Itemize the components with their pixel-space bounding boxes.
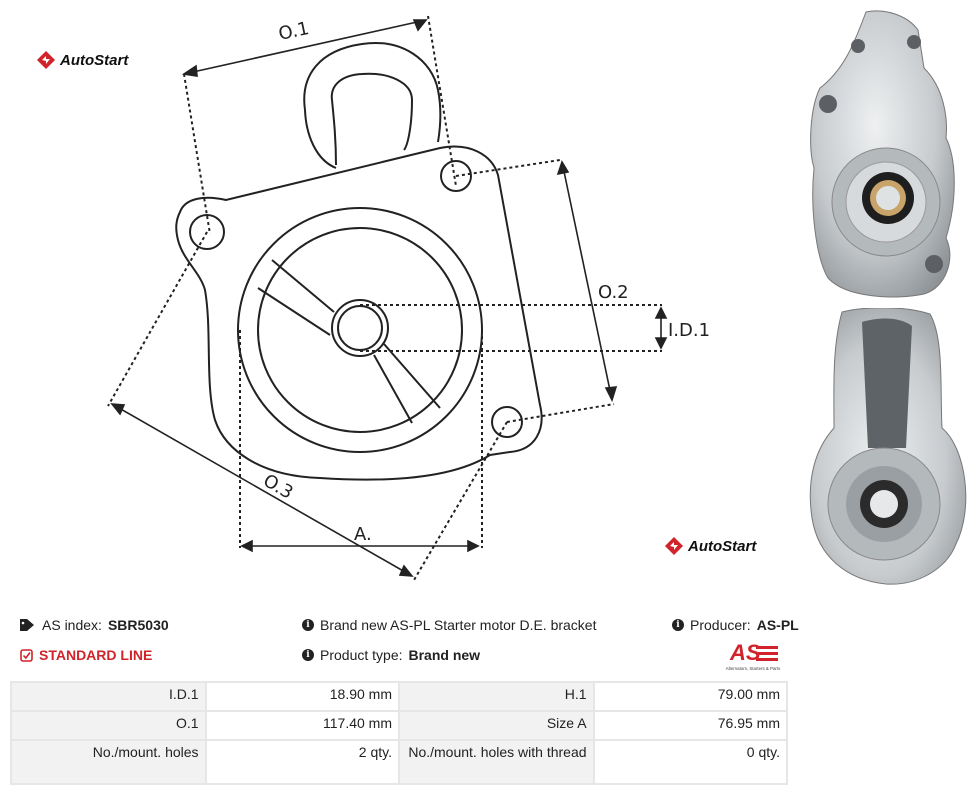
spec-value: 18.90 mm <box>204 681 401 712</box>
label-id1: I.D.1 <box>668 320 710 341</box>
mount-hole-bottom <box>491 406 523 438</box>
product-type: i Product type: Brand new <box>302 647 480 663</box>
spec-value: 79.00 mm <box>592 681 789 712</box>
producer-label: Producer: <box>690 617 751 633</box>
bracket-flange <box>175 145 543 481</box>
as-pl-logo: AS Alternators, Starters & Parts <box>726 640 781 671</box>
table-row: No./mount. holes 2 qty. No./mount. holes… <box>10 739 789 785</box>
as-index-value: SBR5030 <box>107 617 169 633</box>
housing-inner <box>257 227 463 433</box>
product-type-value: Brand new <box>408 647 481 663</box>
autostart-mark-icon <box>665 537 683 555</box>
description-text: Brand new AS-PL Starter motor D.E. brack… <box>320 617 597 633</box>
bore-outer <box>331 299 389 357</box>
autostart-logo: AutoStart <box>36 50 128 70</box>
spec-value: 2 qty. <box>204 739 401 785</box>
label-o1: O.1 <box>277 18 311 45</box>
mount-hole-top <box>440 160 472 192</box>
spec-label: I.D.1 <box>10 681 207 712</box>
housing-outer <box>237 207 483 453</box>
info-circle-icon: i <box>302 619 314 631</box>
autostart-mark-icon <box>37 51 55 69</box>
bracket-ear-inner <box>330 72 414 166</box>
standard-line-badge: STANDARD LINE <box>20 647 152 663</box>
spec-label: O.1 <box>10 710 207 741</box>
as-logo-tagline: Alternators, Starters & Parts <box>726 666 781 671</box>
autostart-logo-text: AutoStart <box>60 51 129 69</box>
tag-icon <box>20 619 34 631</box>
bore-inner <box>337 305 383 351</box>
specs-table: I.D.1 18.90 mm H.1 79.00 mm O.1 117.40 m… <box>10 681 789 785</box>
info-circle-icon: i <box>672 619 684 631</box>
product-photo-side <box>809 308 967 585</box>
spec-label: Size A <box>398 710 595 741</box>
product-type-label: Product type: <box>320 647 403 663</box>
table-row: I.D.1 18.90 mm H.1 79.00 mm <box>10 681 789 712</box>
as-index: AS index: SBR5030 <box>20 617 169 633</box>
autostart-logo: AutoStart <box>664 536 756 556</box>
producer: i Producer: AS-PL <box>672 617 799 633</box>
product-description: i Brand new AS-PL Starter motor D.E. bra… <box>302 617 597 633</box>
spec-label: No./mount. holes with thread <box>398 739 595 785</box>
technical-drawing: O.1 O.2 I.D.1 O.3 A. <box>107 15 710 581</box>
label-o2: O.2 <box>598 282 629 303</box>
spec-label: No./mount. holes <box>10 739 207 785</box>
check-square-icon <box>20 648 33 662</box>
spec-label: H.1 <box>398 681 595 712</box>
producer-value: AS-PL <box>756 617 799 633</box>
mount-hole-left <box>189 214 225 250</box>
label-a: A. <box>354 524 372 545</box>
spec-value: 117.40 mm <box>204 710 401 741</box>
spec-value: 76.95 mm <box>592 710 789 741</box>
info-circle-icon: i <box>302 649 314 661</box>
product-photo-front <box>810 10 955 298</box>
standard-line-text: STANDARD LINE <box>39 647 153 663</box>
bracket-ear <box>303 42 442 143</box>
as-logo-text: AS <box>729 640 761 665</box>
table-row: O.1 117.40 mm Size A 76.95 mm <box>10 710 789 741</box>
as-index-label: AS index: <box>42 617 102 633</box>
autostart-logo-text: AutoStart <box>688 537 757 555</box>
spec-value: 0 qty. <box>592 739 789 785</box>
